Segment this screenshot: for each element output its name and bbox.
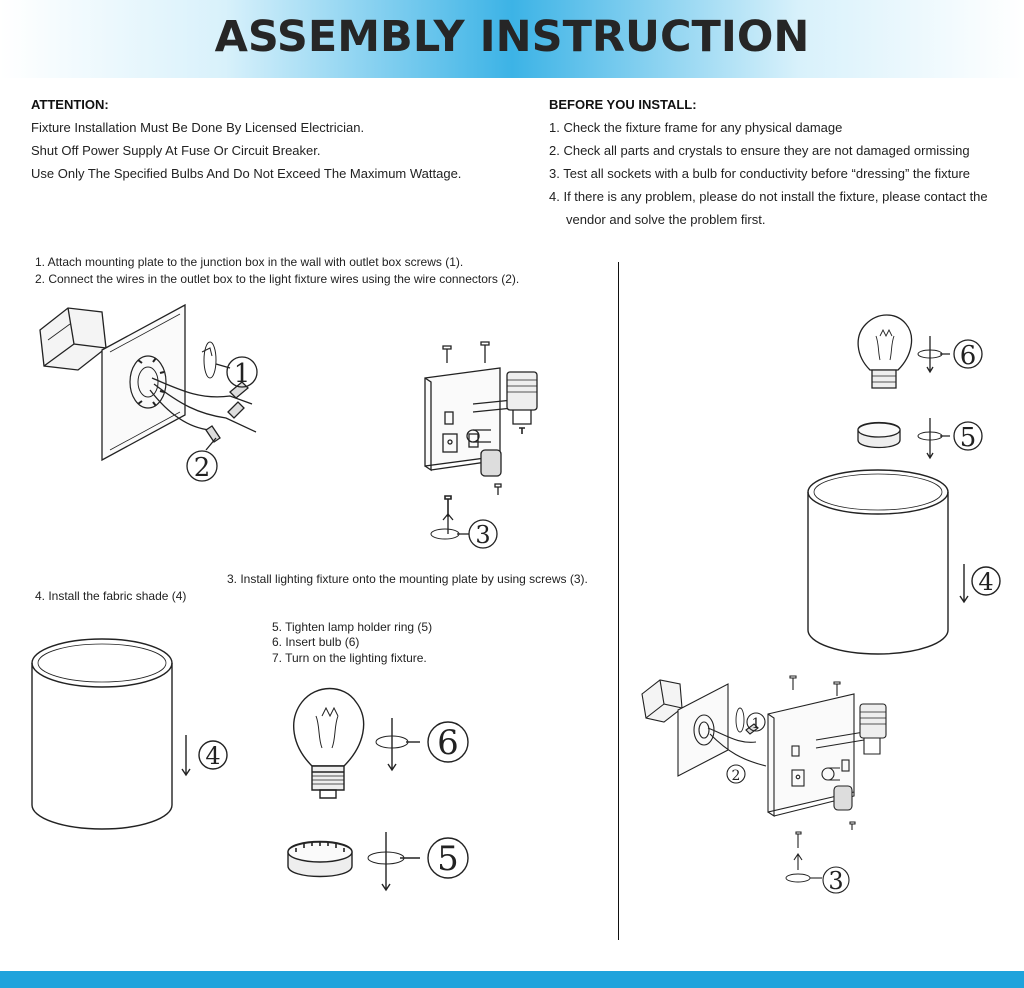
attention-heading: ATTENTION: xyxy=(31,97,109,112)
step-1-text: 1. Attach mounting plate to the junction… xyxy=(35,255,464,269)
callout-6: 6 xyxy=(960,341,977,371)
callout-5: 5 xyxy=(437,839,459,879)
header-banner: ASSEMBLY INSTRUCTION xyxy=(0,0,1024,78)
callout-3: 3 xyxy=(475,521,490,549)
callout-4: 4 xyxy=(978,568,993,596)
before-install-section: BEFORE YOU INSTALL: 1. Check the fixture… xyxy=(549,93,988,231)
before-install-line: 3. Test all sockets with a bulb for cond… xyxy=(549,166,971,181)
step-5-text: 5. Tighten lamp holder ring (5) xyxy=(272,620,433,634)
step-2-text: 2. Connect the wires in the outlet box t… xyxy=(35,272,520,286)
step-4-text: 4. Install the fabric shade (4) xyxy=(35,589,187,603)
fabric-shade-diagram-right: 4 xyxy=(807,469,1001,655)
before-install-line: vendor and solve the problem first. xyxy=(566,212,766,227)
callout-1: 1 xyxy=(234,359,251,389)
callout-2: 2 xyxy=(194,453,211,483)
bulb-ring-diagram-center: 6 5 xyxy=(287,687,469,892)
attention-line: Fixture Installation Must Be Done By Lic… xyxy=(31,120,365,135)
page-title: ASSEMBLY INSTRUCTION xyxy=(214,12,810,62)
attention-section: ATTENTION: Fixture Installation Must Be … xyxy=(31,93,461,185)
fabric-shade-diagram-left: 4 xyxy=(31,638,228,830)
callout-2: 2 xyxy=(732,768,741,784)
callout-6: 6 xyxy=(437,723,459,763)
before-install-line: 4. If there is any problem, please do no… xyxy=(549,189,988,204)
fixture-screws-diagram: 3 xyxy=(424,341,538,549)
full-assembly-diagram-right: 1 2 3 xyxy=(641,675,887,895)
vertical-divider xyxy=(618,262,619,940)
step-6-text: 6. Insert bulb (6) xyxy=(272,635,360,649)
before-install-line: 1. Check the fixture frame for any physi… xyxy=(549,120,843,135)
before-install-heading: BEFORE YOU INSTALL: xyxy=(549,97,697,112)
mounting-plate-diagram: 1 2 xyxy=(39,303,258,483)
callout-1: 1 xyxy=(752,716,761,732)
step-3-text: 3. Install lighting fixture onto the mou… xyxy=(227,572,588,586)
footer-bar xyxy=(0,971,1024,988)
attention-line: Shut Off Power Supply At Fuse Or Circuit… xyxy=(31,143,321,158)
before-install-line: 2. Check all parts and crystals to ensur… xyxy=(549,143,970,158)
attention-line: Use Only The Specified Bulbs And Do Not … xyxy=(31,166,462,181)
callout-5: 5 xyxy=(960,423,977,453)
callout-3: 3 xyxy=(828,867,843,895)
callout-4: 4 xyxy=(205,742,220,770)
shade-assembly-diagram-right: 6 5 xyxy=(857,314,983,460)
step-7-text: 7. Turn on the lighting fixture. xyxy=(272,651,427,665)
